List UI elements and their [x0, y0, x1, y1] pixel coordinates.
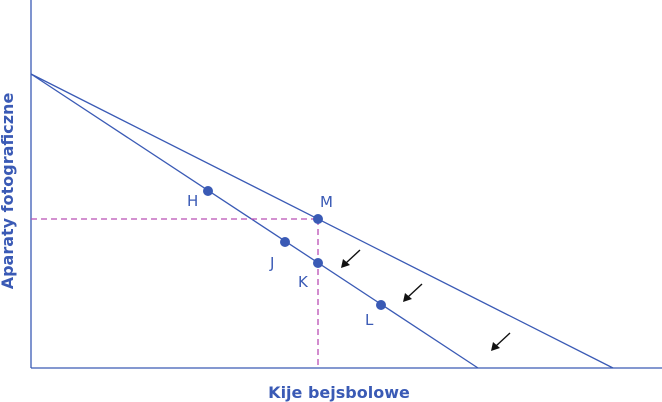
x-axis-label: Kije bejsbolowe — [268, 383, 410, 402]
point-label-k: K — [298, 273, 309, 291]
point-label-m: M — [320, 193, 333, 211]
shift-arrow-1 — [341, 249, 361, 268]
inner-frontier-line — [30, 73, 479, 369]
point-m — [313, 214, 323, 224]
point-h — [203, 186, 213, 196]
shift-arrow-3 — [491, 332, 511, 351]
point-k — [313, 258, 323, 268]
shift-arrow-2 — [403, 283, 423, 302]
point-label-j: J — [269, 254, 274, 272]
point-l — [376, 300, 386, 310]
point-label-l: L — [365, 311, 374, 329]
point-label-h: H — [187, 192, 198, 210]
point-j — [280, 237, 290, 247]
y-axis-label: Aparaty fotograficzne — [0, 93, 17, 290]
